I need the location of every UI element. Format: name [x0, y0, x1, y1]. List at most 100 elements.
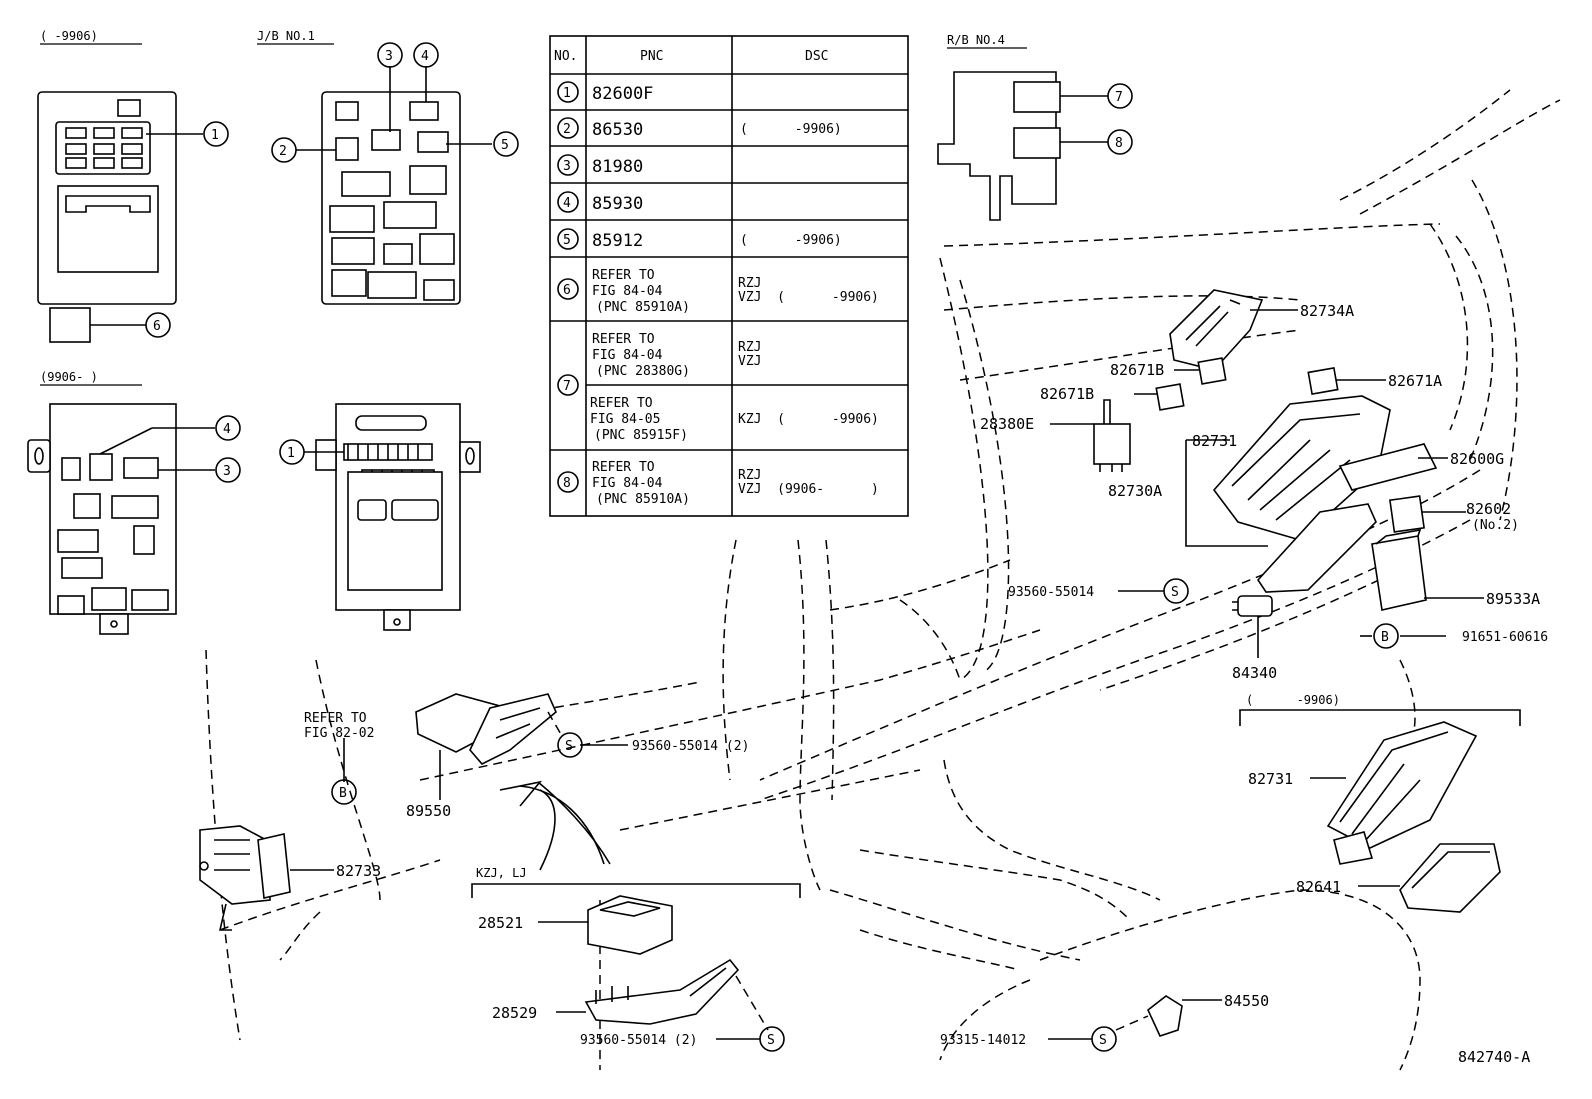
row-no: 1	[563, 86, 571, 101]
label-82641: 82641	[1296, 878, 1341, 896]
label-82731-alt: 82731	[1248, 770, 1293, 788]
row-no: 8	[563, 476, 571, 491]
label-28521: 28521	[478, 914, 523, 932]
callout-b: B	[339, 786, 347, 801]
callout-5: 5	[501, 138, 509, 153]
instrument-panel-outline	[205, 89, 1561, 1071]
label-82602-no2: (No.2)	[1472, 518, 1519, 533]
part-89533A	[1371, 528, 1427, 611]
part-84550	[1147, 995, 1183, 1037]
row-dsc-line: KZJ ( -9906)	[738, 412, 879, 427]
part-28380E	[1093, 399, 1131, 472]
part-89550	[415, 693, 557, 765]
junction-block-old	[37, 91, 177, 343]
callout-s: S	[565, 739, 573, 754]
part-82671A	[1307, 366, 1339, 396]
part-84340	[1232, 595, 1273, 617]
row-no: 5	[563, 233, 571, 248]
row-pnc: 85930	[592, 194, 643, 214]
row-dsc-line: VZJ	[738, 354, 761, 369]
label-84340: 84340	[1232, 664, 1277, 682]
row-dsc-line: VZJ ( -9906)	[738, 290, 879, 305]
row-pnc-line: (PNC 28380G)	[596, 364, 690, 379]
callout-s: S	[767, 1033, 775, 1048]
callout-1: 1	[287, 446, 295, 461]
callout-3: 3	[223, 464, 231, 479]
header-old-jb: ( -9906)	[40, 29, 98, 43]
row-no: 7	[563, 379, 571, 394]
label-91651-60616: 91651-60616	[1462, 630, 1548, 645]
row-no: 3	[563, 159, 571, 174]
row-pnc-line: FIG 84-04	[592, 348, 663, 363]
callout-b: B	[1381, 630, 1389, 645]
part-labels: 82734A 82671B 82671B 82671A 28380E 82731…	[304, 302, 1548, 1066]
junction-block-new-a	[27, 403, 177, 635]
part-28521	[587, 895, 673, 955]
row-no: 6	[563, 283, 571, 298]
part-82733	[199, 825, 291, 931]
row-pnc: 82600F	[592, 84, 653, 104]
label-82731: 82731	[1192, 432, 1237, 450]
part-82602	[1389, 495, 1425, 533]
label-28529: 28529	[492, 1004, 537, 1022]
col-header-pnc: PNC	[640, 49, 663, 64]
label-refer-fig: FIG 82-02	[304, 726, 374, 741]
callout-4: 4	[421, 49, 429, 64]
label-84550: 84550	[1224, 992, 1269, 1010]
label-89550: 89550	[406, 802, 451, 820]
callout-8: 8	[1115, 136, 1123, 151]
row-no: 4	[563, 196, 571, 211]
label-82671A: 82671A	[1388, 372, 1442, 390]
label-refer-to: REFER TO	[304, 711, 367, 726]
part-82671B-b	[1155, 383, 1185, 411]
row-dsc: ( -9906)	[740, 122, 842, 137]
label-93560-55014: 93560-55014	[1008, 585, 1094, 600]
junction-block-new-b	[315, 403, 481, 631]
callout-circles: 1 6 3 4 2 5 4 3 1 7 8 S B S B S S	[145, 42, 1399, 1052]
label-93560-55014-2: 93560-55014 (2)	[632, 739, 749, 754]
row-pnc: 81980	[592, 157, 643, 177]
col-header-dsc: DSC	[805, 49, 828, 64]
row-pnc-line: FIG 84-04	[592, 476, 663, 491]
label-28380E: 28380E	[980, 415, 1034, 433]
callout-4: 4	[223, 422, 231, 437]
row-pnc: 86530	[592, 120, 643, 140]
header-kzj-lj: KZJ, LJ	[476, 866, 527, 880]
header-rb-no4: R/B NO.4	[947, 33, 1005, 47]
row-dsc-line: VZJ (9906- )	[738, 482, 879, 497]
label-82733: 82733	[336, 862, 381, 880]
callout-s: S	[1099, 1033, 1107, 1048]
row-pnc-line: REFER TO	[592, 460, 655, 475]
row-pnc-line: (PNC 85915F)	[594, 428, 688, 443]
callout-1: 1	[211, 128, 219, 143]
row-pnc-line: REFER TO	[592, 268, 655, 283]
header-sub-9906: ( -9906)	[1246, 693, 1340, 707]
row-dsc: ( -9906)	[740, 233, 842, 248]
label-89533A: 89533A	[1486, 590, 1540, 608]
label-82730A: 82730A	[1108, 482, 1162, 500]
part-82671B-a	[1197, 357, 1227, 385]
relay-block-no4	[937, 71, 1061, 221]
row-pnc-line: REFER TO	[592, 332, 655, 347]
part-82734A	[1169, 289, 1264, 371]
row-dsc-line: RZJ	[738, 468, 761, 483]
label-82734A: 82734A	[1300, 302, 1354, 320]
part-28529	[584, 958, 740, 1025]
header-jb-no1: J/B NO.1	[257, 29, 315, 43]
col-header-no: NO.	[554, 49, 577, 64]
part-82641	[1399, 843, 1501, 913]
row-pnc-line: REFER TO	[590, 396, 653, 411]
callout-7: 7	[1115, 90, 1123, 105]
header-new-jb: (9906- )	[40, 370, 98, 384]
label-93315-14012: 93315-14012	[940, 1033, 1026, 1048]
junction-block-no1	[321, 91, 461, 305]
label-82602: 82602	[1466, 500, 1511, 518]
row-no: 2	[563, 122, 571, 137]
row-dsc-line: RZJ	[738, 276, 761, 291]
callout-s: S	[1171, 585, 1179, 600]
part-82731-main	[1212, 395, 1391, 541]
row-pnc: 85912	[592, 231, 643, 251]
label-82671B: 82671B	[1110, 361, 1164, 379]
